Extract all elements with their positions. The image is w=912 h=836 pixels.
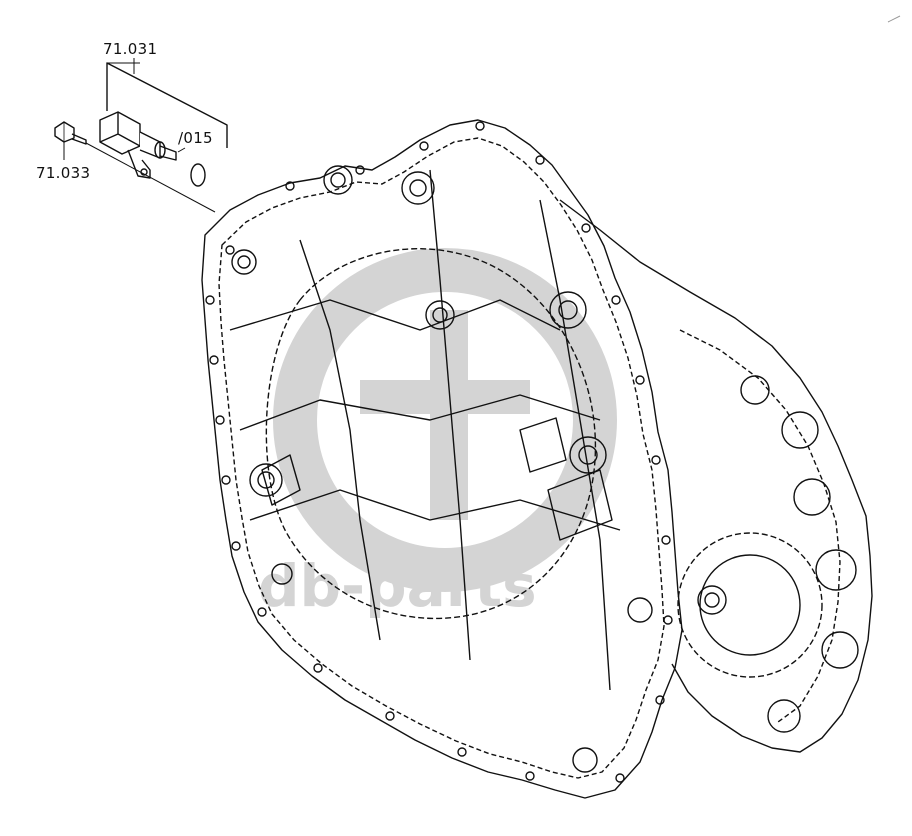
part-number-o-ring: /015	[178, 129, 213, 147]
housing-rear-inner	[679, 329, 841, 723]
part-number-sensor-assembly: 71.031	[103, 40, 158, 58]
internal-rib-4	[299, 239, 381, 641]
bell-housing-opening	[265, 248, 597, 620]
part-number-bolt: 71.033	[36, 164, 91, 182]
leader-ring	[177, 147, 186, 153]
housing-flange-inner	[218, 137, 665, 779]
housing-rear-body	[559, 199, 873, 753]
watermark-logo	[273, 248, 617, 592]
internal-rib-2	[239, 394, 601, 431]
rear-bearing-bore	[677, 532, 823, 678]
watermark-text: db-parts	[258, 552, 537, 620]
mounting-bolt	[54, 121, 87, 145]
internal-rib-5	[429, 169, 471, 661]
internal-rib-6	[539, 199, 611, 691]
leader-assembly-axis	[85, 142, 216, 213]
internal-rib-1	[229, 299, 561, 331]
o-ring	[190, 163, 206, 187]
speed-sensor	[99, 111, 177, 179]
